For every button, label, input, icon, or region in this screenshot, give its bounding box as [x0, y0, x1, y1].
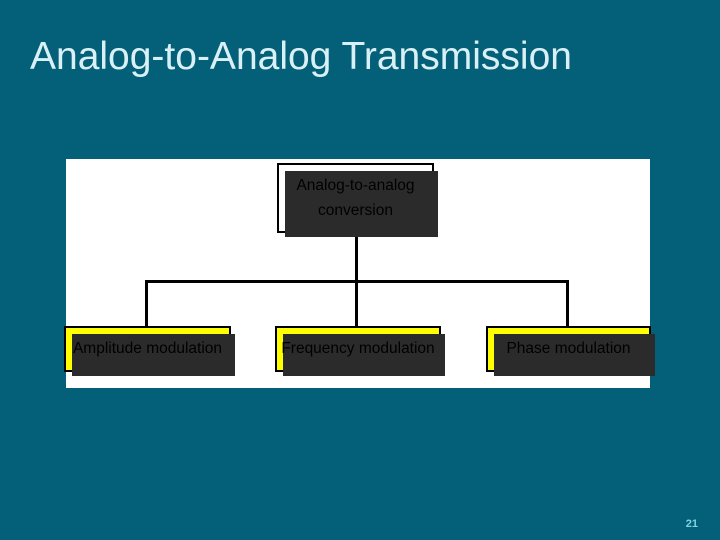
node-label: Amplitude modulation	[72, 340, 223, 357]
node-label-line1: Analog-to-analog	[296, 177, 415, 194]
node-shadow	[285, 171, 438, 237]
node-shadow	[72, 334, 235, 376]
node-phase-modulation[interactable]: Phase modulation	[486, 326, 655, 376]
node-frequency-modulation[interactable]: Frequency modulation	[275, 326, 445, 376]
node-label: Frequency modulation	[281, 340, 435, 357]
node-analog-to-analog-conversion[interactable]: Analog-to-analog conversion	[277, 163, 438, 237]
page-number: 21	[685, 518, 698, 530]
node-shadow	[283, 334, 445, 376]
page-title: Analog-to-Analog Transmission	[30, 35, 572, 78]
node-label: Phase modulation	[506, 340, 631, 357]
node-shadow	[494, 334, 655, 376]
node-amplitude-modulation[interactable]: Amplitude modulation	[64, 326, 235, 376]
node-label-line2: conversion	[318, 202, 393, 219]
